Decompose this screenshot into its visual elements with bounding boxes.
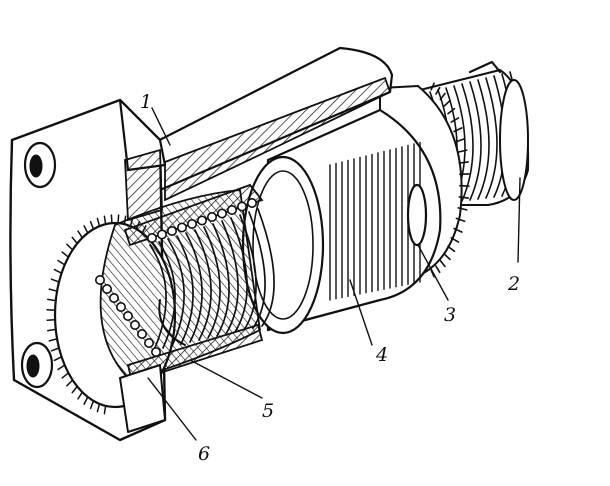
callout-1: 1	[140, 91, 152, 113]
ball	[228, 206, 236, 214]
ball	[138, 330, 146, 338]
slot-feature	[408, 185, 426, 245]
ball	[124, 312, 132, 320]
callout-5: 5	[262, 400, 274, 422]
ball	[238, 202, 246, 210]
ball	[188, 220, 196, 228]
ball	[158, 230, 166, 238]
gear-tooth	[444, 254, 450, 259]
ball	[103, 285, 111, 293]
ball	[178, 223, 186, 231]
callout-4: 4	[375, 344, 388, 366]
callout-2: 2	[507, 273, 520, 295]
ball	[117, 303, 125, 311]
gear-tooth	[436, 266, 440, 272]
callout-6: 6	[198, 443, 210, 465]
flange-tooth	[118, 215, 119, 223]
ball	[152, 348, 160, 356]
ball	[145, 339, 153, 347]
ball	[218, 209, 226, 217]
gear-tooth	[440, 261, 445, 267]
ball	[168, 227, 176, 235]
ball	[208, 213, 216, 221]
ball	[198, 216, 206, 224]
leader-5	[190, 360, 262, 398]
ball	[148, 234, 156, 242]
gear-tooth	[448, 246, 455, 251]
ball	[248, 199, 256, 207]
flange-tooth	[111, 215, 112, 223]
callout-3: 3	[444, 304, 456, 326]
ball	[110, 294, 118, 302]
ball	[96, 276, 104, 284]
ball	[131, 321, 139, 329]
